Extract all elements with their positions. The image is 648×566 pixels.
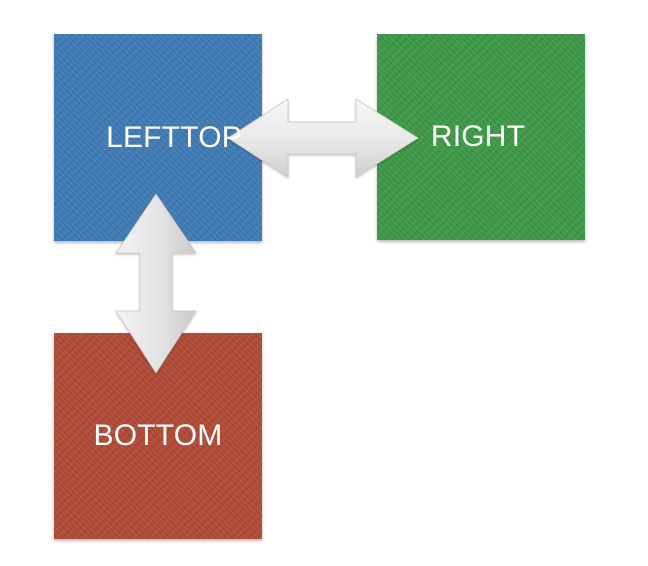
right-label: RIGHT	[430, 120, 526, 153]
lefttop-box: LEFTTOP	[54, 34, 262, 241]
right-box: RIGHT	[377, 34, 585, 240]
bottom-box: BOTTOM	[54, 333, 262, 539]
lefttop-label: LEFTTOP	[106, 120, 242, 154]
bottom-label: BOTTOM	[93, 419, 223, 452]
